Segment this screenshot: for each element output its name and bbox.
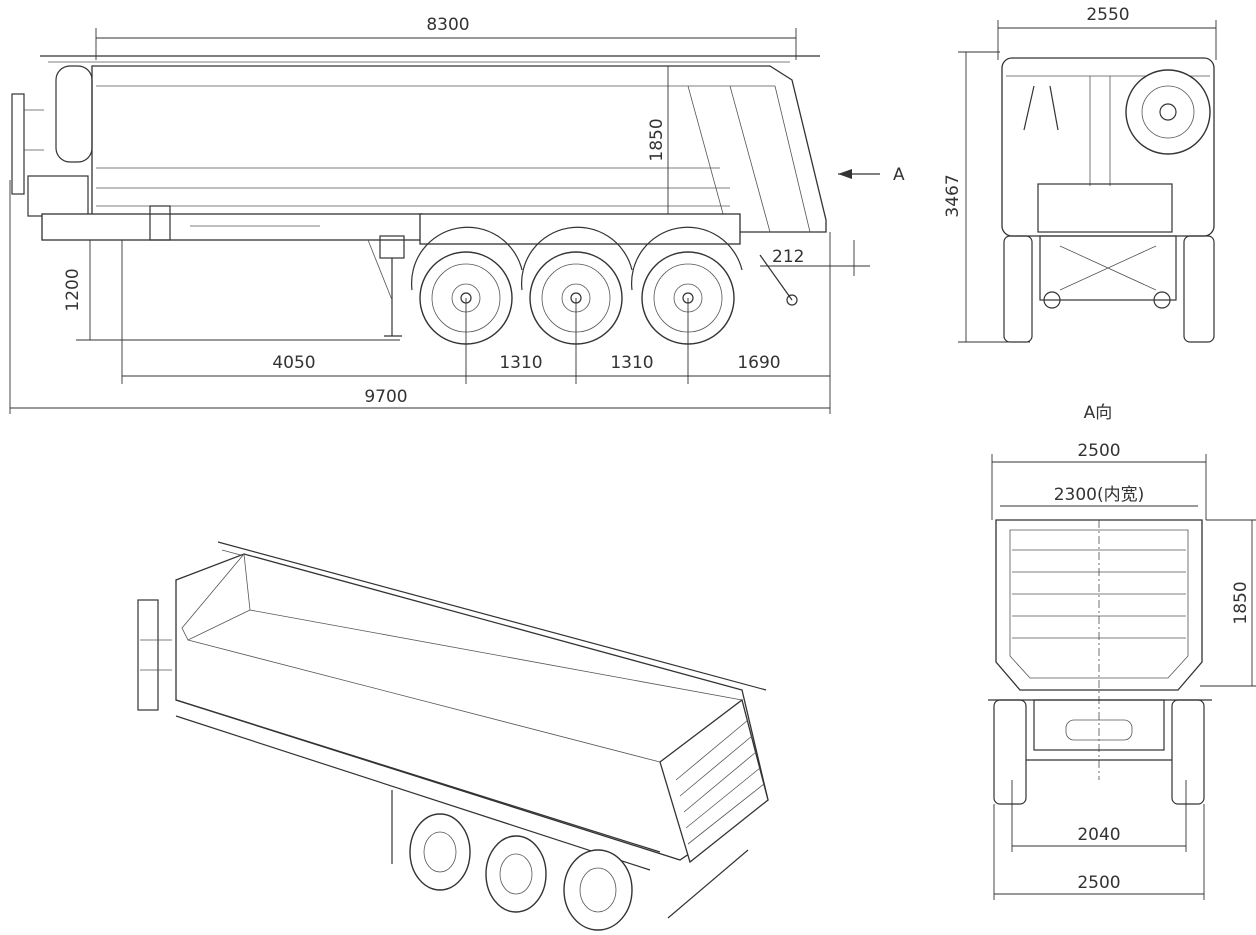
dim-1200: 1200 [63, 240, 400, 341]
svg-text:4050: 4050 [272, 353, 315, 373]
dim-label-8300: 8300 [426, 15, 469, 35]
dim-1850-side: 1850 [647, 66, 669, 214]
svg-text:1310: 1310 [499, 353, 542, 373]
dim-2500-top: 2500 [991, 441, 1207, 520]
iso-view [137, 541, 769, 931]
front-axle-assembly [1039, 235, 1177, 301]
spare-wheel [1125, 69, 1211, 155]
dim-2040: 2040 [1011, 780, 1187, 852]
rear-tyre-right [1171, 699, 1205, 805]
dim-3467: 3467 [943, 51, 1030, 343]
dim-2300: 2300(内宽) [1000, 485, 1198, 507]
rear-tyre-left [993, 699, 1027, 805]
svg-text:1850: 1850 [1231, 581, 1251, 624]
front-mechanism [27, 175, 89, 217]
svg-text:1310: 1310 [610, 353, 653, 373]
hydraulic-cylinder [55, 65, 93, 163]
front-coupling [1037, 183, 1173, 233]
dim-8300: 8300 [95, 15, 797, 60]
wheel-1 [410, 226, 523, 345]
iso-wheels [409, 813, 633, 931]
rear-view-title: A向 [1084, 403, 1113, 423]
tipper-body [91, 65, 827, 233]
svg-text:3467: 3467 [943, 174, 963, 217]
chassis-rear [419, 213, 741, 245]
svg-text:2500: 2500 [1077, 441, 1120, 461]
view-arrow-a: A [838, 165, 905, 185]
front-tyre-left [1003, 235, 1033, 343]
front-ladder [11, 93, 25, 195]
iso-front-ladder [137, 599, 159, 711]
dim-1850-rear: 1850 [1200, 519, 1256, 687]
wheel-3 [630, 226, 743, 345]
dim-chain-bottom: 4050 1310 1310 1690 [121, 232, 831, 414]
dim-2550: 2550 [997, 5, 1217, 60]
dim-9700: 9700 [9, 180, 830, 414]
iso-tailgate [659, 698, 769, 864]
svg-text:212: 212 [772, 247, 804, 267]
rear-bumper [759, 254, 793, 301]
svg-text:1690: 1690 [737, 353, 780, 373]
svg-text:2300(内宽): 2300(内宽) [1054, 485, 1145, 505]
svg-text:1200: 1200 [63, 268, 83, 311]
front-tyre-right [1183, 235, 1215, 343]
chassis-front [41, 213, 423, 241]
dim-2500-bottom: 2500 [993, 804, 1205, 900]
svg-text:2550: 2550 [1086, 5, 1129, 25]
rear-view: A向 2500 2300(内宽) 1850 [988, 403, 1256, 900]
svg-text:A: A [893, 165, 905, 185]
landing-leg [367, 235, 405, 337]
front-view: 2550 3467 [943, 5, 1217, 343]
svg-text:2500: 2500 [1077, 873, 1120, 893]
svg-text:9700: 9700 [364, 387, 407, 407]
svg-text:2040: 2040 [1077, 825, 1120, 845]
dim-212: 212 [760, 240, 870, 276]
wheel-2 [520, 226, 633, 345]
rear-lamp-bar [1033, 699, 1165, 751]
side-view: 8300 [9, 15, 905, 414]
svg-text:1850: 1850 [647, 118, 667, 161]
axle-wheels [410, 226, 743, 345]
